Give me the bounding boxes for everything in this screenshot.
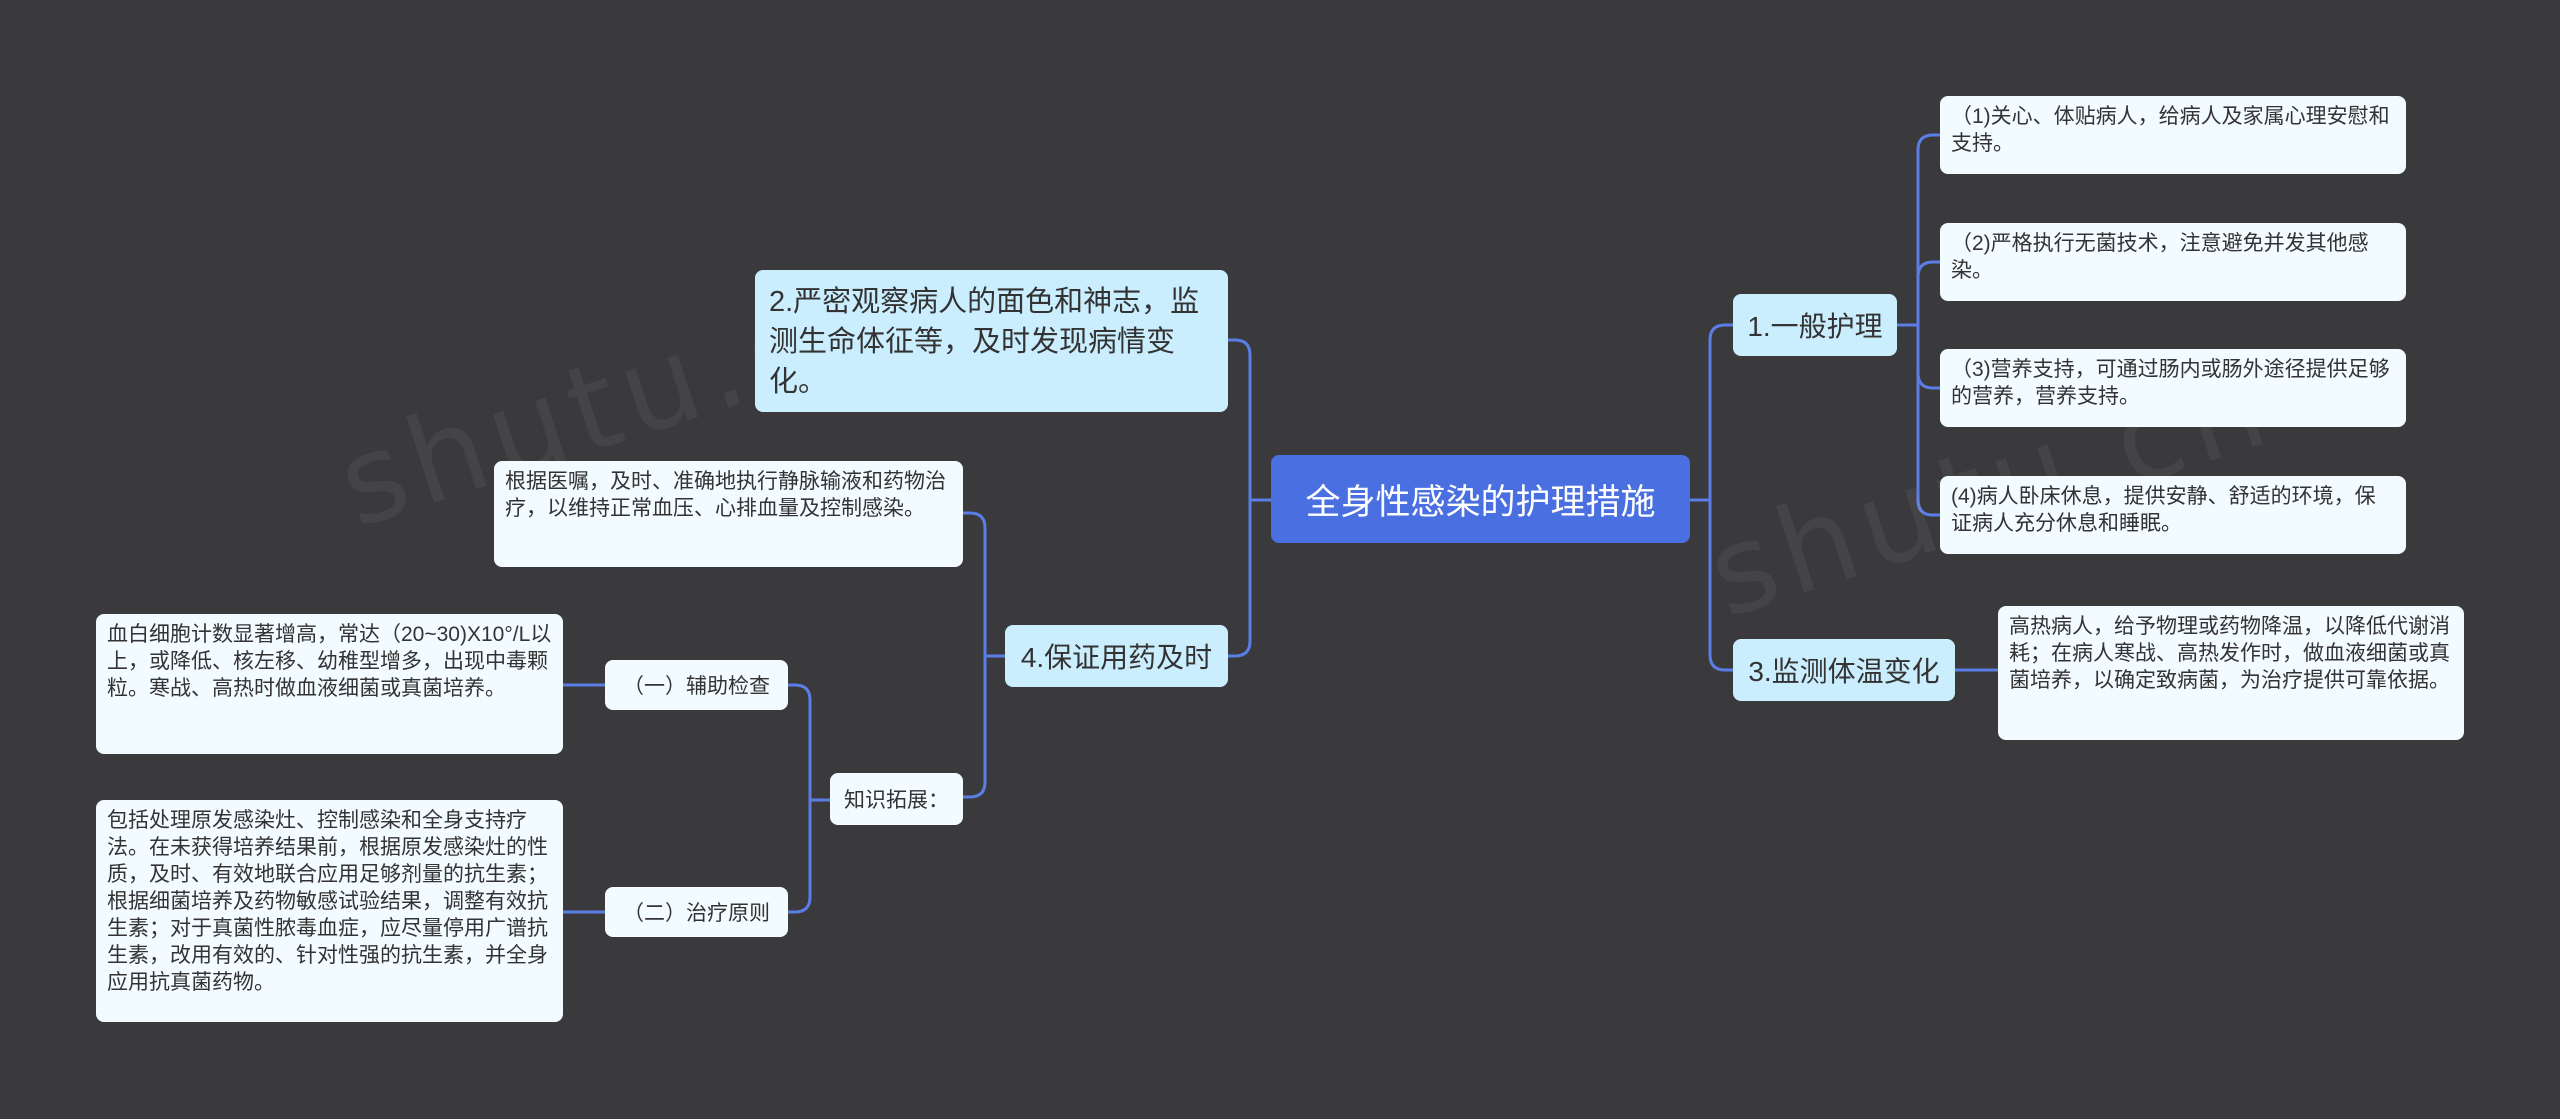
link-general-item1 (1897, 133, 1940, 327)
link-root-general-care (1690, 323, 1733, 502)
aux-exam-detail[interactable]: 血白细胞计数显著增高，常达（20~30)X10°/L以上，或降低、核左移、幼稚型… (96, 614, 563, 754)
general-care-item-2[interactable]: （2)严格执行无菌技术，注意避免并发其他感染。 (1940, 223, 2406, 301)
link-extension-aux (788, 683, 830, 802)
link-general-item4 (1897, 323, 1940, 517)
link-general-item2 (1897, 260, 1940, 327)
general-care-item-3[interactable]: （3)营养支持，可通过肠内或肠外途径提供足够的营养，营养支持。 (1940, 349, 2406, 427)
general-care-item-4[interactable]: (4)病人卧床休息，提供安静、舒适的环境，保证病人充分休息和睡眠。 (1940, 476, 2406, 554)
treatment-label[interactable]: （二）治疗原则 (605, 887, 788, 937)
link-medication-extension (963, 654, 1005, 799)
branch-general-care[interactable]: 1.一般护理 (1733, 294, 1897, 356)
link-extension-treatment (788, 798, 830, 914)
general-care-item-1[interactable]: （1)关心、体贴病人，给病人及家属心理安慰和支持。 (1940, 96, 2406, 174)
branch-observe[interactable]: 2.严密观察病人的面色和神志，监测生命体征等，及时发现病情变化。 (755, 270, 1228, 412)
knowledge-extension[interactable]: 知识拓展： (830, 773, 963, 825)
medication-detail[interactable]: 根据医嘱，及时、准确地执行静脉输液和药物治疗，以维持正常血压、心排血量及控制感染… (494, 461, 963, 567)
branch-temperature[interactable]: 3.监测体温变化 (1733, 639, 1955, 701)
link-root-temperature (1690, 498, 1733, 672)
temperature-detail[interactable]: 高热病人，给予物理或药物降温，以降低代谢消耗；在病人寒战、高热发作时，做血液细菌… (1998, 606, 2464, 740)
treatment-detail[interactable]: 包括处理原发感染灶、控制感染和全身支持疗法。在未获得培养结果前，根据原发感染灶的… (96, 800, 563, 1022)
root-topic[interactable]: 全身性感染的护理措施 (1271, 455, 1690, 543)
link-root-observe (1228, 338, 1271, 502)
branch-medication[interactable]: 4.保证用药及时 (1005, 625, 1228, 687)
link-root-medication (1228, 498, 1271, 658)
aux-exam-label[interactable]: （一）辅助检查 (605, 660, 788, 710)
link-medication-detail (963, 511, 1005, 658)
